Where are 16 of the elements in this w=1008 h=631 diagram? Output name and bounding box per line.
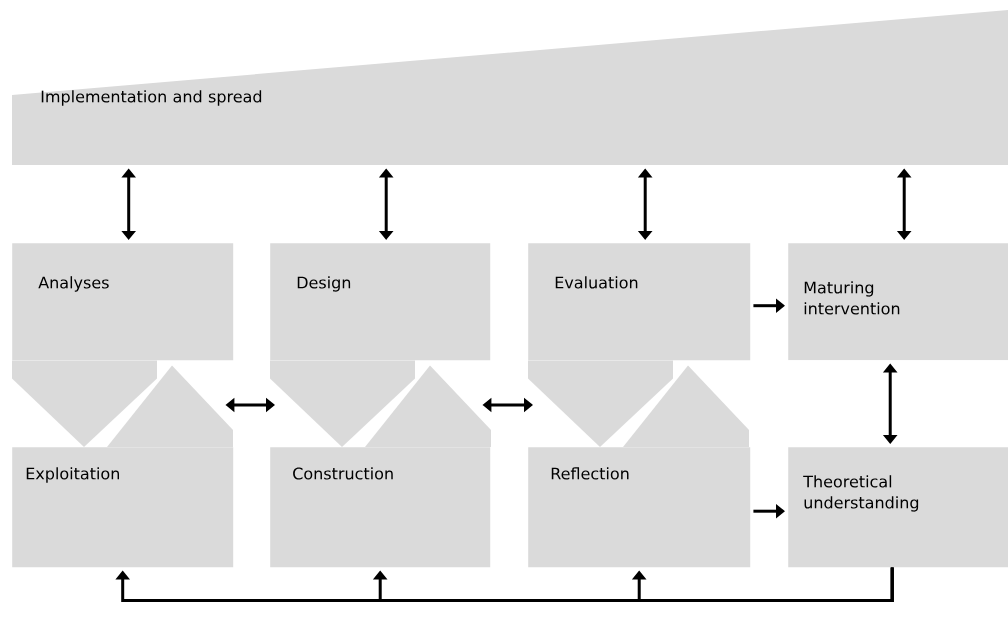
node-label: Design [297, 276, 351, 292]
block-arrow [270, 360, 415, 447]
process-box: Theoretical understanding [788, 447, 1008, 568]
arrow [631, 567, 894, 602]
node-label: Evaluation [555, 276, 638, 289]
node-label: Construction [293, 467, 393, 480]
block-arrow [12, 360, 157, 447]
banner-band: Implementation and spread [12, 10, 1008, 165]
node-label: Reflection [551, 467, 629, 480]
process-box: Maturing intervention [788, 243, 1008, 361]
node-label: Analyses [38, 276, 109, 292]
node-label: Exploitation [26, 467, 120, 483]
block-arrow [107, 365, 233, 447]
block-arrow [623, 365, 749, 447]
block-arrow [528, 360, 673, 447]
block-arrow [365, 365, 491, 447]
